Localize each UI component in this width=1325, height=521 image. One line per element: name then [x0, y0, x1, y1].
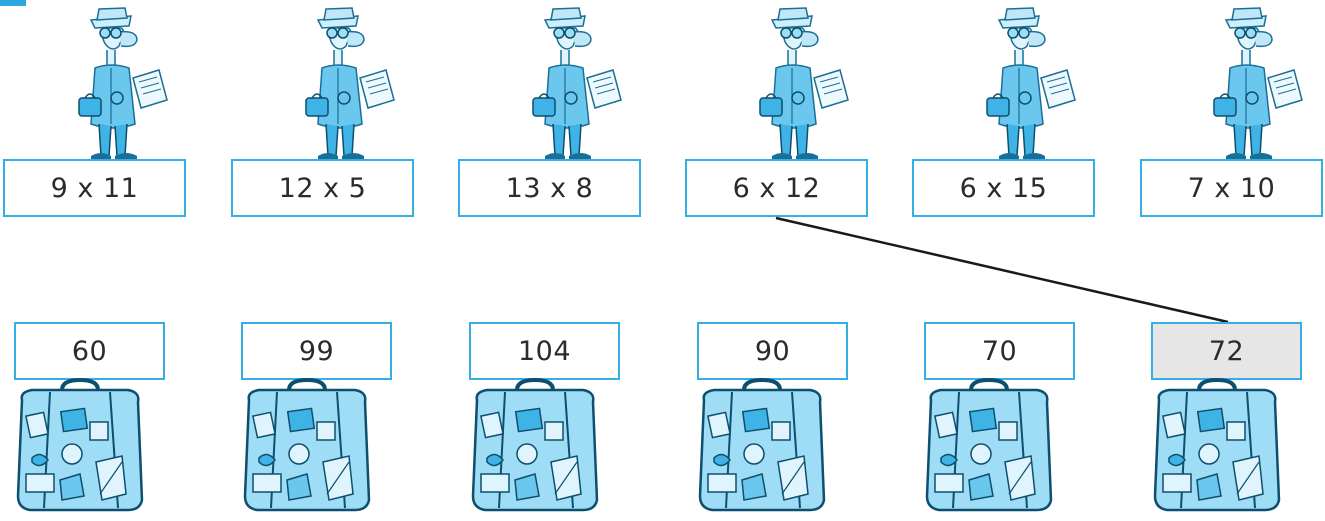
traveler-icon	[78, 7, 168, 161]
traveler-icon	[532, 7, 622, 161]
expression-text: 7 x 10	[1187, 172, 1276, 204]
suitcase-icon	[698, 378, 826, 512]
suitcase-icon	[471, 378, 599, 512]
answer-text: 70	[981, 335, 1018, 367]
answer-text: 104	[517, 335, 572, 367]
traveler-icon	[1213, 7, 1303, 161]
answer-box-2[interactable]: 99	[241, 322, 392, 380]
suitcase-icon	[1153, 378, 1281, 512]
answer-box-4[interactable]: 90	[697, 322, 848, 380]
expression-text: 9 x 11	[50, 172, 139, 204]
expression-text: 6 x 15	[959, 172, 1048, 204]
expression-box-1[interactable]: 9 x 11	[3, 159, 186, 217]
expression-text: 6 x 12	[732, 172, 821, 204]
answer-text: 99	[298, 335, 335, 367]
answer-text: 72	[1208, 335, 1245, 367]
expression-box-4[interactable]: 6 x 12	[685, 159, 868, 217]
expression-box-5[interactable]: 6 x 15	[912, 159, 1095, 217]
answer-text: 90	[754, 335, 791, 367]
traveler-icon	[759, 7, 849, 161]
corner-mark	[0, 0, 26, 6]
expression-box-2[interactable]: 12 x 5	[231, 159, 414, 217]
answer-box-3[interactable]: 104	[469, 322, 620, 380]
traveler-icon	[305, 7, 395, 161]
expression-text: 13 x 8	[505, 172, 594, 204]
suitcase-icon	[925, 378, 1053, 512]
answer-box-5[interactable]: 70	[924, 322, 1075, 380]
traveler-icon	[986, 7, 1076, 161]
expression-box-3[interactable]: 13 x 8	[458, 159, 641, 217]
expression-text: 12 x 5	[278, 172, 367, 204]
answer-text: 60	[71, 335, 108, 367]
suitcase-icon	[16, 378, 144, 512]
suitcase-icon	[243, 378, 371, 512]
expression-box-6[interactable]: 7 x 10	[1140, 159, 1323, 217]
answer-box-1[interactable]: 60	[14, 322, 165, 380]
answer-box-6[interactable]: 72	[1151, 322, 1302, 380]
